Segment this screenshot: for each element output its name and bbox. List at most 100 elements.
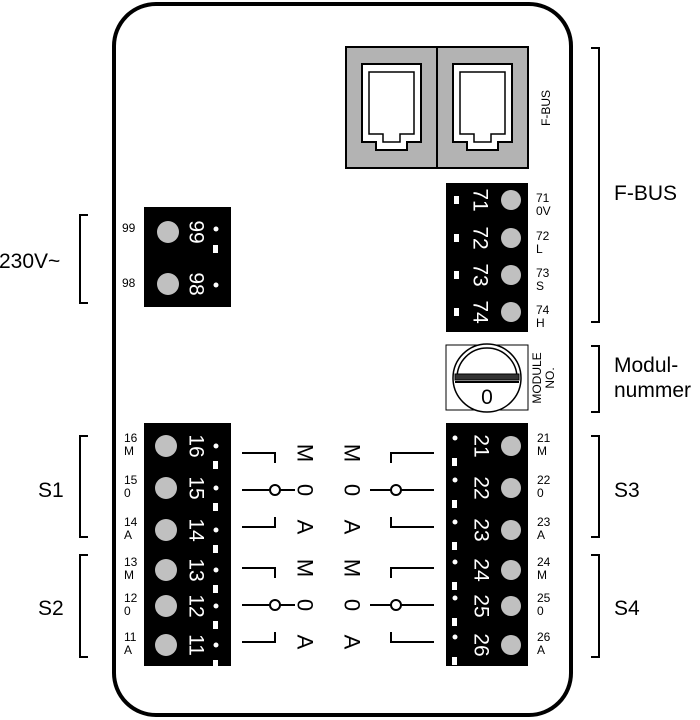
power-side-label: 99 [122, 221, 136, 235]
s4-bracket [591, 554, 600, 658]
switch-line [242, 517, 276, 528]
bus-terminal-number: 72 [469, 226, 492, 249]
terminal-screw [501, 436, 521, 456]
terminal-marker [452, 657, 457, 665]
switch-symbol: 0 [293, 599, 318, 611]
terminal-marker [454, 234, 459, 242]
terminal-marker [452, 582, 457, 590]
terminal-marker [213, 621, 218, 629]
group-label-s2: S2 [38, 597, 64, 620]
switch-symbol: M [293, 559, 318, 577]
bus-terminal-number: 73 [469, 263, 492, 286]
terminal-marker [452, 542, 457, 550]
bus-side-number: 74 [536, 303, 550, 317]
terminal-marker [213, 660, 218, 668]
fbus-bracket [591, 47, 600, 323]
switch-symbol: M [293, 444, 318, 462]
power-terminal-number: 98 [185, 272, 208, 295]
switch-line [390, 567, 434, 578]
right-side-mode: M [537, 568, 547, 582]
terminal-marker [213, 527, 219, 533]
right-side-number: 26 [537, 630, 551, 644]
terminal-marker [213, 642, 219, 648]
terminal-marker [452, 477, 458, 483]
group-label-s1: S1 [38, 479, 64, 502]
terminal-screw [155, 559, 177, 581]
right-side-number: 21 [537, 431, 551, 445]
switch-symbol: A [293, 520, 318, 535]
switch-contact [390, 484, 402, 496]
right-side-mode: A [537, 528, 545, 542]
power-bracket [79, 214, 88, 304]
bus-terminal-number: 74 [469, 300, 492, 324]
terminal-marker [452, 634, 458, 640]
terminal-marker [452, 595, 458, 601]
terminal-marker [454, 196, 459, 204]
switch-line [390, 632, 434, 643]
power-label: 230V~ [0, 250, 60, 273]
terminal-screw [155, 595, 177, 617]
switch-symbol: 0 [293, 484, 318, 496]
terminal-screw [157, 221, 179, 243]
bus-side-signal: L [536, 242, 543, 256]
power-terminal-block [144, 207, 231, 307]
right-terminal-block [446, 423, 528, 666]
terminal-marker [213, 282, 219, 288]
terminal-marker [213, 443, 219, 449]
right-side-number: 22 [537, 473, 551, 487]
module-group-line2: nummer [614, 379, 691, 402]
terminal-screw [501, 478, 521, 498]
switch-symbol: A [340, 520, 365, 535]
left-side-number: 12 [124, 591, 138, 605]
s3-bracket [591, 435, 600, 538]
terminal-screw [155, 519, 177, 541]
terminal-screw [501, 265, 521, 285]
module-label-line1: MODULE [530, 352, 544, 403]
group-label-s3: S3 [614, 479, 640, 502]
left-side-number: 11 [124, 630, 137, 644]
left-side-number: 15 [124, 473, 138, 487]
terminal-marker [454, 271, 459, 279]
group-label-s4: S4 [614, 597, 640, 620]
terminal-marker [213, 503, 218, 511]
left-side-number: 13 [124, 555, 138, 569]
terminal-marker [213, 545, 218, 553]
left-side-mode: M [124, 444, 134, 458]
terminal-screw [501, 596, 521, 616]
switch-line [242, 567, 276, 578]
switch-contact [269, 484, 281, 496]
fbus-port-label: F-BUS [539, 90, 553, 126]
right-terminal-number: 26 [470, 633, 493, 656]
power-terminal-number: 99 [185, 220, 208, 243]
module-bracket [591, 345, 600, 413]
terminal-screw [155, 477, 177, 499]
switch-contact [269, 599, 281, 611]
switch-line [390, 452, 434, 463]
terminal-screw [501, 560, 521, 580]
terminal-marker [213, 567, 219, 573]
switch-symbol: A [293, 635, 318, 650]
right-terminal-number: 22 [470, 476, 493, 499]
terminal-marker [452, 500, 457, 508]
fbus-connector [345, 46, 529, 169]
terminal-marker [213, 226, 219, 232]
s1-bracket [79, 435, 88, 538]
module-dial [445, 343, 529, 413]
switch-symbol: M [340, 444, 365, 462]
right-side-mode: 0 [537, 486, 544, 500]
terminal-screw [157, 273, 179, 295]
terminal-screw [501, 635, 521, 655]
switch-symbol: 0 [340, 599, 365, 611]
bus-side-signal: S [536, 279, 544, 293]
right-side-mode: A [537, 643, 545, 657]
terminal-marker [452, 519, 458, 525]
s2-bracket [79, 554, 88, 658]
bus-side-signal: H [536, 316, 545, 330]
terminal-marker [213, 603, 219, 609]
switch-symbol: 0 [340, 484, 365, 496]
terminal-screw [155, 435, 177, 457]
right-terminal-number: 21 [470, 434, 493, 457]
left-side-number: 16 [124, 431, 138, 445]
power-side-label: 98 [122, 276, 136, 290]
